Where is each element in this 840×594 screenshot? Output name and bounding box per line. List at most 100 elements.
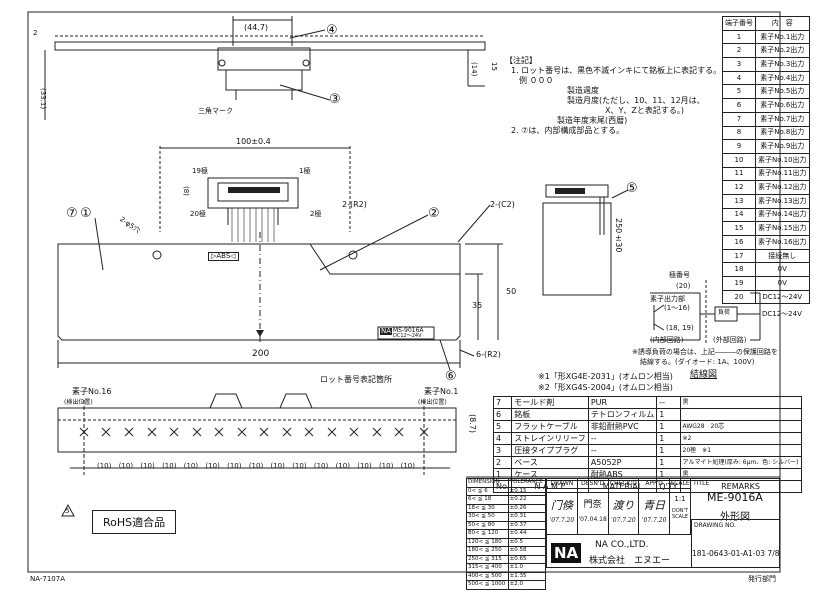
tolerance-value: ±0.37 — [507, 520, 547, 530]
side-view-body — [542, 202, 612, 296]
radius-2-label: 2-(R2) — [342, 200, 367, 209]
checked-signature: 渡り — [612, 499, 635, 512]
dimension-row: 30< ≦ 50±0.31 — [466, 512, 547, 522]
circuit-title: 結線図 — [690, 370, 718, 380]
dim-33-1: (33.1) — [39, 88, 47, 110]
note-year: 製造年度末尾(西暦) — [557, 116, 628, 125]
chamfer-c2-label: 2-(C2) — [490, 200, 515, 209]
pin-number: 18 — [722, 262, 756, 278]
circuit-external: (外部回路) — [713, 336, 747, 344]
dimension-row: 315< ≦ 400±1.0 — [466, 563, 547, 573]
pin-function: 素子No.11出力 — [755, 166, 810, 182]
material-cell: ストレインリリーフ — [511, 432, 589, 445]
material-cell: 4 — [492, 432, 513, 445]
note-1: 1. ロット番号は、黒色不滅インキにて銘板上に表記する。 — [511, 66, 722, 75]
balloon-6: ⑥ — [445, 369, 457, 384]
approved-signature: 青日 — [643, 499, 666, 512]
dimension-range: 0< ≦ 6 — [466, 486, 509, 496]
dimension-range: 80< ≦ 120 — [466, 529, 509, 539]
dimension-row: 180< ≦ 250±0.58 — [466, 546, 547, 556]
pitch-label: (10) — [378, 462, 394, 470]
notes-title: 【注記】 — [505, 56, 537, 65]
pitch-label: (10) — [313, 462, 329, 470]
abs-mark: ▷ABS◁ — [208, 252, 239, 261]
dim-200: 200 — [252, 349, 270, 359]
pitch-label: (10) — [248, 462, 264, 470]
dimension-range: 315< ≦ 400 — [466, 563, 509, 573]
nameplate-logo: NA — [380, 327, 393, 335]
pin-number: 20 — [722, 289, 756, 305]
pin-function: 素子No.2出力 — [755, 43, 810, 59]
pin-number: 14 — [722, 207, 756, 223]
material-cell: 1 — [656, 420, 681, 433]
material-header-cell: REMARKS — [679, 480, 802, 493]
top-view-base — [54, 41, 486, 51]
tolerance-value: ±1.0 — [507, 563, 547, 573]
warning-triangle — [61, 503, 75, 517]
dimension-range: 18< ≦ 30 — [466, 503, 509, 513]
circuit-range: (1〜16) — [664, 304, 690, 312]
pin-number: 6 — [722, 98, 756, 113]
material-cell: アルマイト処理(厚み: 6μm、色: シルバー) — [679, 456, 802, 469]
designed-signature: 門奈 — [583, 500, 602, 510]
material-cell: 銘板 — [511, 408, 589, 421]
tolerance-value: ±2.0 — [507, 580, 547, 590]
pin-number: 13 — [722, 193, 756, 209]
pitch-label: (10) — [335, 462, 350, 470]
dimension-range: 250< ≦ 315 — [466, 554, 509, 564]
dim-8: (8) — [182, 186, 190, 196]
pin-number: 19 — [722, 276, 756, 291]
dimension-row: 18< ≦ 30±0.26 — [466, 503, 547, 513]
pin-function: 0V — [755, 276, 810, 291]
dim-100: 100±0.4 — [236, 137, 271, 146]
drawn-signature: 门倏 — [550, 499, 573, 512]
bottom-view-body — [57, 407, 457, 453]
company-cell: NA NA CO.,LTD. 株式会社 エヌエー — [547, 534, 691, 567]
nameplate-model: MS-9016A — [393, 327, 424, 334]
title-cell: TITLE ME-9016A 外形図 — [691, 479, 779, 523]
rohs-badge: RoHS適合品 — [92, 510, 177, 534]
balloon-1: ① — [80, 206, 92, 221]
pitch-dimensions: (10) (10) (10) (10) (10) (10) (10) (10) … — [97, 462, 415, 470]
balloon-3: ③ — [329, 92, 341, 107]
element-16-label: 素子No.16 — [72, 387, 112, 396]
drawn-cell: DRAWN 门倏 '07.7.20 — [547, 479, 578, 534]
material-cell: 圧接タイププラグ — [511, 444, 589, 457]
tolerance-value: ±0.26 — [507, 503, 547, 513]
triangle-mark-label: 三角マーク — [198, 107, 233, 115]
pin-function: 素子No.8出力 — [755, 125, 810, 141]
dimension-range: 120< ≦ 180 — [466, 537, 509, 547]
pin-number: 5 — [722, 84, 756, 100]
company-logo: NA — [551, 543, 582, 563]
balloon-7: ⑦ — [66, 206, 78, 221]
material-cell: A5052P — [587, 456, 658, 469]
pin-function: 素子No.3出力 — [755, 57, 810, 72]
pin-number: 7 — [722, 111, 756, 127]
approval-row: DRAWN 门倏 '07.7.20 DESN'D 門奈 '07.04.18 CH… — [547, 479, 669, 534]
dimension-range: 500< ≦ 1000 — [466, 580, 509, 590]
element-16-sub: (検出位置) — [64, 399, 93, 406]
pitch-label: (10) — [97, 462, 112, 470]
company-name-jp: 株式会社 エヌエー — [589, 556, 671, 566]
note-week: 製造週度 — [567, 86, 599, 95]
material-cell — [679, 408, 802, 421]
drawing-number-cell: DRAWING NO. 181-0643-01-A1-03 7/8 — [691, 519, 780, 567]
scale-value: 1:1 — [674, 495, 686, 503]
checked-label: CHECK'D — [608, 480, 639, 489]
scale-cell: SCALE 1:1 DON'T SCALE — [669, 479, 691, 534]
material-cell: 2 — [492, 456, 513, 469]
material-cell: PUR — [587, 396, 658, 409]
notes-block: 【注記】 1. ロット番号は、黒色不滅インキにて銘板上に表記する。 例 ０００ … — [505, 56, 721, 136]
dimension-row: 80< ≦ 120±0.44 — [466, 529, 547, 539]
pole-19-label: 19極 — [192, 167, 208, 175]
